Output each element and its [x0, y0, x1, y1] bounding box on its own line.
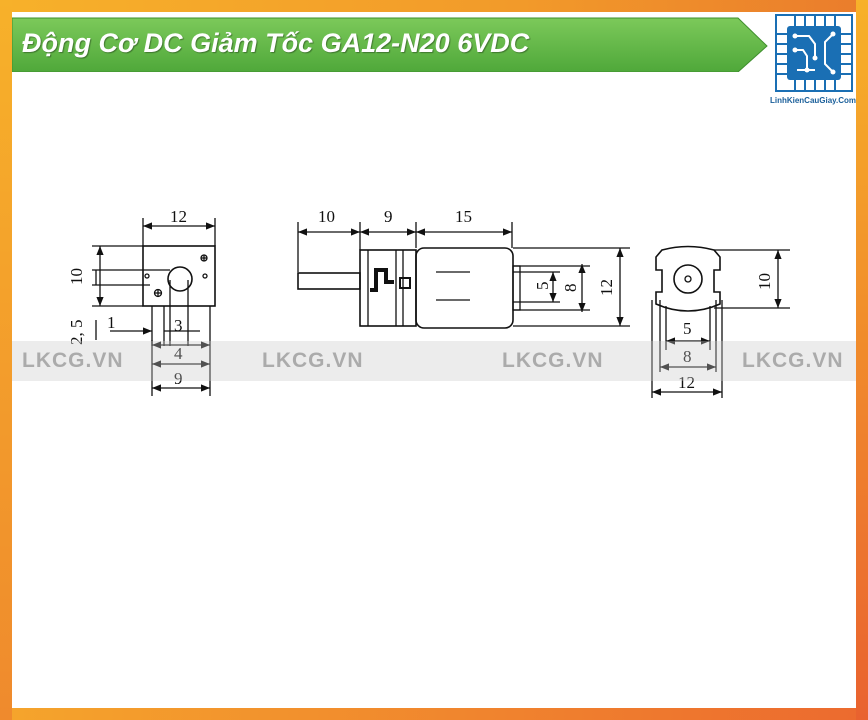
dim-gearbox-length: 9 [384, 207, 393, 226]
watermark-text: LKCG.VN [502, 349, 604, 372]
frame-left [0, 0, 12, 720]
frame-bottom [0, 708, 868, 720]
logo-caption: LinhKienCauGiay.Com [769, 96, 857, 105]
frame-right [856, 0, 868, 720]
middle-view [297, 222, 630, 329]
brand-logo[interactable]: LinhKienCauGiay.Com [765, 14, 861, 112]
watermark-text: LKCG.VN [22, 349, 124, 372]
left-view [92, 218, 216, 396]
dim-left-height: 10 [67, 268, 86, 285]
dim-right-w1: 5 [683, 319, 692, 338]
dim-right-w2: 8 [683, 347, 692, 366]
dim-shaft-length: 10 [318, 207, 335, 226]
title-banner-shape [12, 17, 768, 72]
dim-right-w3: 12 [678, 373, 695, 392]
dim-left-a: 1 [107, 313, 116, 332]
watermark-text: LKCG.VN [742, 349, 844, 372]
middle-view-labels: 10 9 15 5 8 12 [318, 207, 616, 296]
frame-top [0, 0, 868, 12]
left-view-labels: 12 10 2, 5 1 3 4 9 [67, 207, 187, 388]
dim-right-height: 10 [755, 273, 774, 290]
right-view-labels: 10 5 8 12 [678, 273, 774, 392]
page-title: Động Cơ DC Giảm Tốc GA12-N20 6VDC [22, 28, 530, 58]
dim-left-c: 4 [174, 344, 183, 363]
dim-mid-h2: 8 [561, 284, 580, 293]
dim-left-width: 12 [170, 207, 187, 226]
right-view [651, 245, 790, 398]
dim-mid-h1: 5 [533, 282, 552, 291]
watermark-band [12, 341, 856, 381]
dim-mid-h3: 12 [597, 279, 616, 296]
title-banner: Động Cơ DC Giảm Tốc GA12-N20 6VDC [12, 16, 772, 72]
dim-left-offset: 2, 5 [67, 320, 86, 346]
dim-left-d: 9 [174, 369, 183, 388]
circuit-board-icon [775, 14, 853, 92]
watermark-text: LKCG.VN [262, 349, 364, 372]
dim-motor-length: 15 [455, 207, 472, 226]
dim-left-b: 3 [174, 316, 183, 335]
